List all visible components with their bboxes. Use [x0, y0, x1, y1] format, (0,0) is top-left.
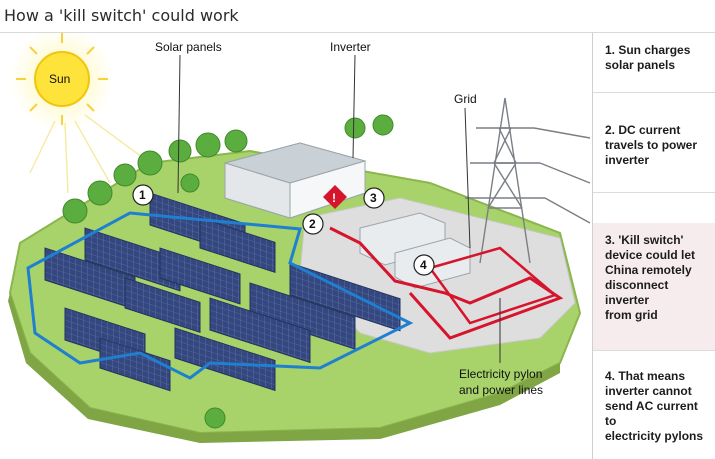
- marker-4: 4: [413, 254, 435, 276]
- callout-lines: [177, 54, 501, 363]
- marker-1: 1: [132, 184, 154, 206]
- svg-text:4: 4: [420, 258, 427, 272]
- solar-panel-row: [199, 217, 276, 274]
- solar-panel-row: [174, 327, 276, 392]
- grid-yard: [427, 246, 558, 325]
- pylon-label-line1: Electricity pylon: [459, 367, 542, 381]
- page-title: How a 'kill switch' could work: [4, 6, 239, 25]
- pylon-icon: [465, 97, 591, 264]
- step-2: 2. DC current travels to power inverter: [593, 113, 715, 193]
- solar-panel-row: [99, 337, 171, 392]
- step-4: 4. That means inverter cannot send AC cu…: [605, 369, 704, 443]
- solar-panel-row: [289, 262, 401, 332]
- svg-text:2: 2: [309, 217, 316, 231]
- solar-panel-row: [124, 277, 201, 334]
- solar-panel-row: [159, 247, 241, 305]
- solar-panels-label: Solar panels: [155, 40, 222, 54]
- kill-switch-diagram: Sun: [8, 33, 591, 443]
- grid-label: Grid: [454, 92, 477, 106]
- dc-current-line: [26, 211, 414, 380]
- pylon-label-line2: and power lines: [459, 383, 543, 397]
- marker-3: 3: [363, 187, 385, 209]
- inverter-label: Inverter: [330, 40, 371, 54]
- svg-text:!: !: [332, 191, 336, 205]
- trees: [62, 114, 394, 429]
- alert-icon: !: [323, 185, 347, 209]
- svg-text:3: 3: [370, 191, 377, 205]
- step-3: 3. 'Kill switch' device could let China …: [593, 223, 715, 351]
- title-divider: [0, 32, 715, 33]
- svg-text:1: 1: [139, 188, 146, 202]
- step-1: 1. Sun charges solar panels: [593, 33, 715, 93]
- sun-icon: [10, 33, 151, 194]
- marker-2: 2: [302, 213, 324, 235]
- solar-arrays: [44, 192, 401, 392]
- sun-label: Sun: [49, 72, 70, 86]
- ac-current-line: [329, 226, 564, 340]
- solar-panel-row: [209, 297, 311, 364]
- steps-sidebar: 1. Sun charges solar panels 2. DC curren…: [592, 33, 715, 459]
